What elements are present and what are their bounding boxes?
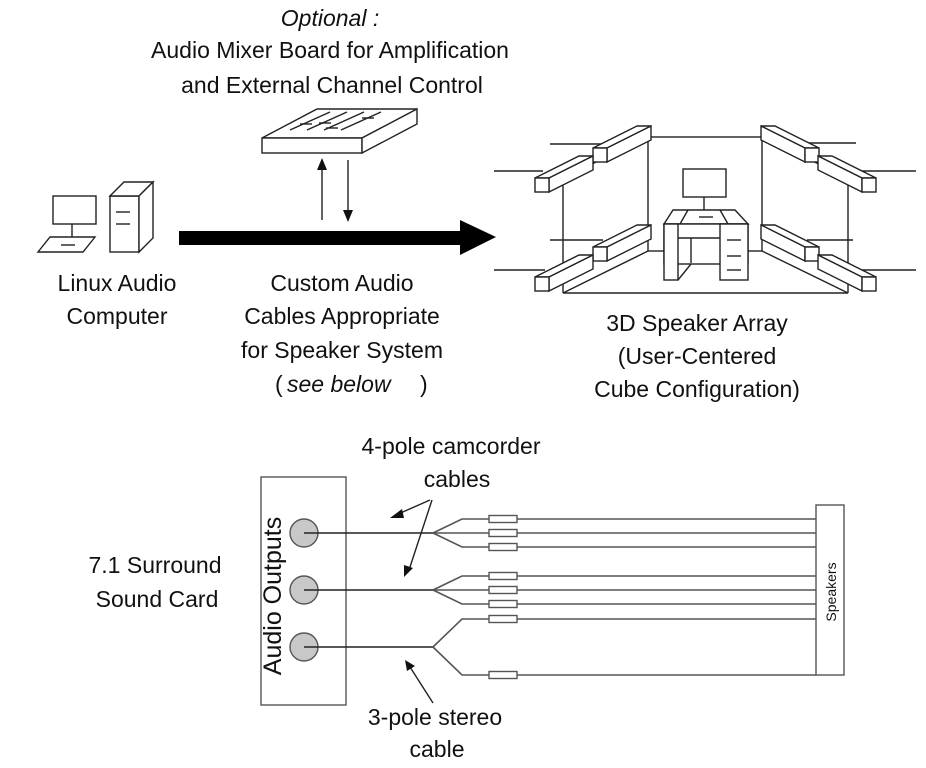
speaker-box-icon (592, 124, 652, 164)
desk-icon (662, 168, 750, 281)
cable-3-pole (289, 614, 816, 680)
cables-paren-close: ) (420, 371, 428, 397)
signal-flow-arrow (179, 220, 496, 255)
mixer-optional-label: Optional : (281, 5, 379, 31)
cable-plug-icon (488, 571, 518, 581)
arrow-up-icon (317, 158, 327, 170)
computer-label-line1: Linux Audio (58, 270, 177, 296)
stereo-annotation-arrow (405, 660, 434, 704)
speaker-box-icon (534, 154, 594, 194)
cable-plug-icon (488, 670, 518, 680)
speaker-array-label-line2: (User-Centered (618, 343, 777, 369)
bottom-cables (289, 514, 816, 680)
cable-4-pole (289, 514, 816, 552)
audio-outputs-label: Audio Outputs (259, 517, 287, 675)
cables-label-line2: Cables Appropriate (244, 303, 440, 329)
cable-4-pole (289, 571, 816, 609)
cable-plug-icon (488, 599, 518, 609)
cable-plug-icon (488, 528, 518, 538)
room-speakers (494, 124, 916, 293)
camcorder-annotation-arrows (390, 499, 433, 577)
speaker-array-label-line1: 3D Speaker Array (606, 310, 788, 336)
stereo-cable-label-line1: 3-pole stereo (368, 704, 502, 730)
speaker-box-icon (817, 253, 877, 293)
monitor-icon (52, 195, 97, 225)
speakers-bar (815, 504, 845, 676)
sound-card-label-line1: 7.1 Surround (89, 552, 222, 578)
arrow-down-icon (343, 210, 353, 222)
speaker-array-label-line3: Cube Configuration) (594, 376, 800, 402)
speaker-box-icon (760, 223, 820, 263)
speaker-box-icon (760, 124, 820, 164)
cable-plug-icon (488, 614, 518, 624)
sound-card-label-line2: Sound Card (96, 586, 219, 612)
speaker-box-icon (817, 154, 877, 194)
cable-plug-icon (488, 542, 518, 552)
cables-label-line1: Custom Audio (270, 270, 413, 296)
tower-icon (108, 180, 155, 254)
cable-plug-icon (488, 585, 518, 595)
camcorder-cables-label-line2: cables (424, 466, 490, 492)
cables-paren-open: ( (275, 371, 283, 397)
mixer-title-line1: Audio Mixer Board for Amplification (151, 37, 509, 63)
computer-icon (36, 180, 155, 254)
room-monitor-icon (682, 168, 727, 198)
speaker-box-icon (534, 253, 594, 293)
mixer-board-icon (261, 107, 418, 155)
cables-label-line3: for Speaker System (241, 337, 443, 363)
speaker-box-icon (592, 223, 652, 263)
camcorder-cables-label-line1: 4-pole camcorder (362, 433, 541, 459)
cables-see-below: see below (287, 371, 392, 397)
stereo-cable-label-line2: cable (410, 736, 465, 762)
sound-card-panel (260, 476, 347, 706)
mixer-title-line2: and External Channel Control (181, 72, 483, 98)
cable-plug-icon (488, 514, 518, 524)
speakers-label: Speakers (823, 562, 839, 621)
computer-label-line2: Computer (67, 303, 168, 329)
mixer-connection-arrows (317, 158, 353, 222)
